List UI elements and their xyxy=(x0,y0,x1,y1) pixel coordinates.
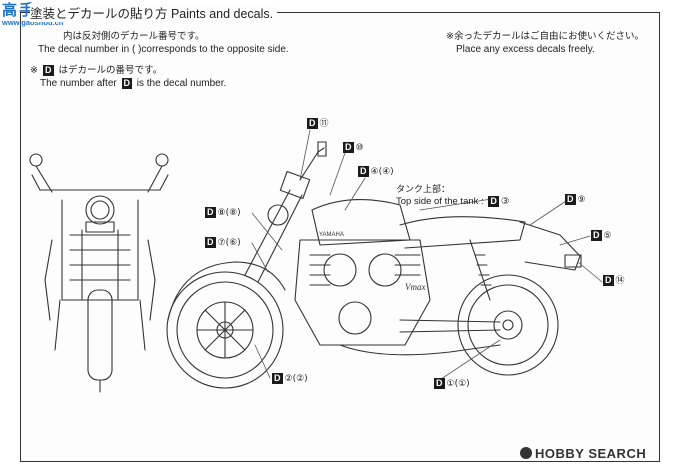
side-view-drawing xyxy=(166,141,582,389)
decal-number-note-en: The number after D is the decal number. xyxy=(30,77,226,90)
tank-top-note-en-text: Top side of the tank : xyxy=(396,196,484,207)
callout-number: ⑩ xyxy=(355,143,364,153)
decal-d-badge: D xyxy=(43,65,54,76)
excess-decal-note-jp: ※余ったデカールはご自由にお使いください。 xyxy=(446,31,644,42)
callout-number: ②(②) xyxy=(284,374,308,384)
decal-note-en-post: is the decal number. xyxy=(136,78,227,89)
page-title: 塗装とデカールの貼り方 Paints and decals. xyxy=(30,3,278,22)
callout-number: ⑦(⑥) xyxy=(217,238,241,248)
decal-number-note: ※ D はデカールの番号です。 The number after D is th… xyxy=(30,64,226,90)
excess-decal-note-en: Place any excess decals freely. xyxy=(456,44,595,55)
callout-number: ⑭ xyxy=(615,276,625,286)
opposite-side-note: 内は反対側のデカール番号です。 The decal number in ( )c… xyxy=(38,30,289,56)
decal-d-badge: D xyxy=(358,166,369,177)
decal-d-badge: D xyxy=(205,207,216,218)
callout-leader-lines xyxy=(251,129,603,384)
decal-d-badge: D xyxy=(272,373,283,384)
excess-decal-note: ※余ったデカールはご自由にお使いください。 Place any excess d… xyxy=(446,30,644,56)
decal-d-badge: D xyxy=(205,237,216,248)
hobby-search-logo-icon xyxy=(520,447,532,459)
watermark-url: www.gaoshou.cn xyxy=(2,18,64,27)
opposite-side-note-en-a: The decal number in ( xyxy=(38,44,136,55)
callout-number: ⑨ xyxy=(577,195,586,205)
decal-d-badge: D xyxy=(307,118,318,129)
watermark-cn: 高手 xyxy=(2,1,37,19)
callout-number: ⑤ xyxy=(603,231,612,241)
tank-brand-label: YAMAHA xyxy=(319,232,344,238)
decal-d-badge: D xyxy=(591,230,602,241)
watermark-logo: 高手 www.gaoshou.cn xyxy=(2,1,64,44)
front-view-drawing xyxy=(29,153,169,393)
decal-d-badge: D xyxy=(343,142,354,153)
callout-number: ④(④) xyxy=(370,167,394,177)
decal-note-mark: ※ xyxy=(30,65,38,76)
decal-number-note-jp: ※ D はデカールの番号です。 xyxy=(30,64,226,77)
callout-number: ⑧(⑧) xyxy=(217,208,241,218)
opposite-side-note-en-b: )corresponds to the opposite side. xyxy=(138,44,289,55)
decal-note-en-pre: The number after xyxy=(40,78,117,89)
tank-top-note-jp: タンク上部： xyxy=(396,185,451,195)
callout-number: ⑪ xyxy=(319,119,329,129)
callout-number: ③ xyxy=(500,196,510,207)
callout-number: ①(①) xyxy=(446,379,470,389)
decal-d-badge: D xyxy=(603,275,614,286)
opposite-side-note-jp: 内は反対側のデカール番号です。 xyxy=(63,31,205,42)
hobby-search-text: HOBBY SEARCH xyxy=(535,446,647,461)
side-logo-label: Vmax xyxy=(405,282,426,292)
decal-d-badge: D xyxy=(565,194,576,205)
hobby-search-watermark: HOBBY SEARCH xyxy=(520,446,646,461)
decal-d-badge: D xyxy=(434,378,445,389)
decal-note-jp-text: はデカールの番号です。 xyxy=(58,65,163,76)
decal-d-badge: D xyxy=(121,78,132,89)
opposite-side-note-en: The decal number in ( )corresponds to th… xyxy=(38,43,289,56)
decal-d-badge: D xyxy=(488,196,499,207)
